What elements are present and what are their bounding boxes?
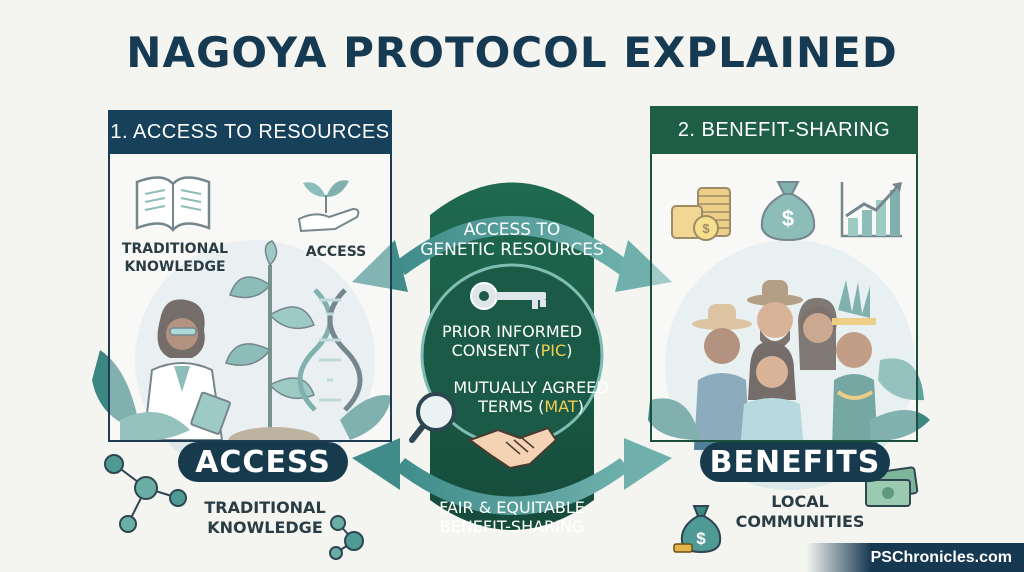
access-pill: ACCESS (178, 442, 348, 482)
right-leaves-decoration (648, 358, 930, 441)
left-leaves-decoration (92, 350, 392, 442)
access-panel (108, 110, 392, 442)
hand-sprout-icon (297, 180, 360, 233)
genetic-resources-label: ACCESS TO GENETIC RESOURCES (420, 220, 604, 260)
money-bag-icon: $ (760, 181, 816, 242)
money-bag-small-icon: $ (673, 505, 722, 554)
access-small-label: ACCESS (305, 244, 367, 260)
benefits-pill: BENEFITS (700, 442, 890, 482)
bottom-arrow (352, 438, 672, 515)
traditional-knowledge-label: TRADITIONAL KNOWLEDGE (121, 241, 229, 275)
dna-icon (297, 288, 363, 412)
community-people-icon (692, 280, 878, 450)
molecule-small-icon (329, 515, 364, 560)
molecule-icon (104, 454, 187, 533)
svg-text:$: $ (782, 206, 794, 231)
svg-text:$: $ (702, 221, 710, 236)
svg-text:$: $ (696, 529, 706, 548)
page-title: NAGOYA PROTOCOL EXPLAINED (126, 28, 898, 77)
benefit-panel-heading: 2. BENEFIT-SHARING (650, 106, 918, 154)
access-panel-heading: 1. ACCESS TO RESOURCES (108, 110, 392, 154)
handshake-icon (467, 426, 558, 470)
local-communities-label: LOCAL COMMUNITIES (735, 492, 865, 531)
fair-equitable-label: FAIR & EQUITABLE BENEFIT-SHARING (439, 498, 585, 536)
magnifier-icon (409, 392, 456, 443)
site-watermark: PSChronicles.com (806, 543, 1024, 572)
benefit-panel (650, 110, 918, 442)
key-icon (470, 282, 546, 310)
open-book-icon (135, 176, 211, 232)
bottom-traditional-knowledge-label: TRADITIONAL KNOWLEDGE (204, 498, 326, 537)
bar-chart-growth-icon (840, 182, 902, 238)
pic-label: PRIOR INFORMED CONSENT (PIC) (441, 322, 583, 360)
coin-stack-icon: $ (671, 187, 731, 241)
top-arrow (352, 216, 672, 292)
mat-label: MUTUALLY AGREED TERMS (MAT) (453, 378, 609, 416)
